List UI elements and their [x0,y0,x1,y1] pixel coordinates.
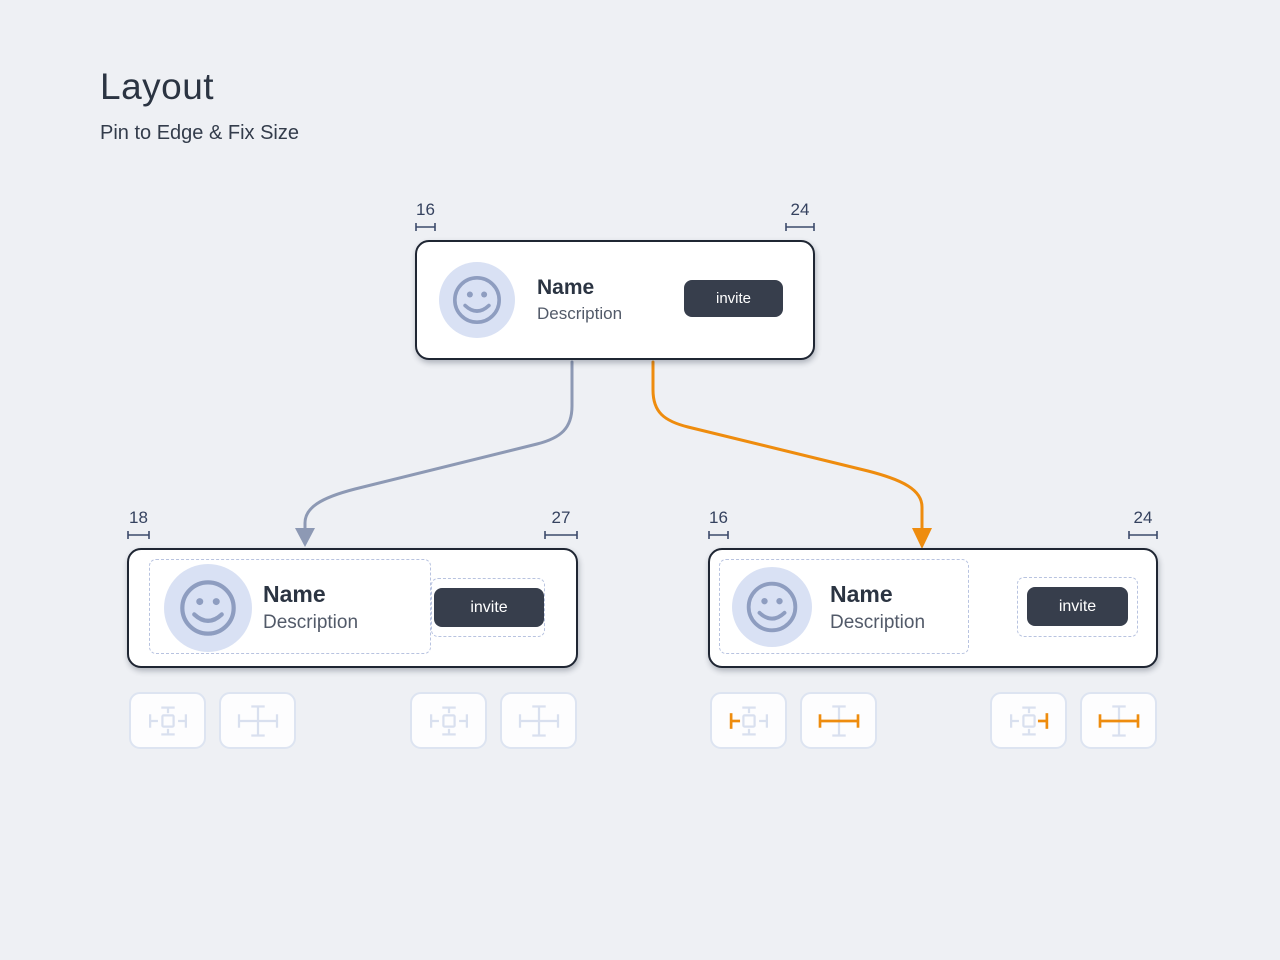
margin-value: 16 [416,200,435,219]
pin-constraints-icon [1009,705,1048,736]
constraint-tile-size[interactable] [219,692,296,749]
invite-button[interactable]: invite [1027,587,1128,626]
pin-constraints-icon [148,705,187,736]
user-description: Description [830,612,926,633]
page-subtitle: Pin to Edge & Fix Size [100,122,299,144]
measure-beam-icon [785,223,815,231]
measure-beam-icon [127,531,150,539]
content-frame-outline [149,559,431,654]
constraint-tile-pin[interactable] [129,692,206,749]
user-name: Name [263,581,326,607]
avatar [732,567,812,647]
smiley-icon [746,581,798,633]
constraint-tile-size[interactable] [500,692,577,749]
size-constraints-icon [1098,704,1139,737]
constraint-tile-pin[interactable] [410,692,487,749]
size-constraints-icon [237,704,278,737]
constraint-tile-pin-left-active[interactable] [710,692,787,749]
margin-value: 18 [129,508,148,527]
size-constraints-icon [818,704,859,737]
measure-beam-icon [1128,531,1158,539]
user-name: Name [537,276,595,299]
content-frame-outline [719,559,969,654]
user-card-parent: Name Description invite [415,240,815,360]
user-card-child-right: Name Description invite [708,548,1158,668]
avatar [164,564,252,652]
connector-to-left-child [303,360,574,531]
margin-value: 24 [790,200,810,219]
pin-constraints-icon [729,705,768,736]
margin-value: 24 [1133,508,1153,527]
measure-beam-icon [544,531,578,539]
margin-measure-left-child-left: 18 [127,508,150,540]
smiley-icon [180,580,236,636]
pin-constraints-icon [429,705,468,736]
constraint-tile-pin-right-active[interactable] [990,692,1067,749]
user-text-block: Name Description [537,274,622,326]
button-frame-outline [431,578,545,637]
user-card-child-left: Name Description invite [127,548,578,668]
margin-measure-right-child-right: 24 [1128,508,1158,540]
margin-value: 16 [709,508,728,527]
margin-measure-left-child-right: 27 [544,508,578,540]
user-name: Name [830,581,893,607]
constraint-tile-size-width-active[interactable] [1080,692,1157,749]
smiley-icon [453,276,501,324]
invite-button[interactable]: invite [684,280,783,317]
margin-measure-right-child-left: 16 [708,508,729,540]
arrow-down-icon [295,528,315,547]
avatar [439,262,515,338]
user-text-block: Name Description [263,579,358,636]
connector-to-right-child [651,360,924,531]
button-frame-outline [1017,577,1138,637]
user-description: Description [263,612,359,633]
margin-value: 27 [551,508,571,527]
measure-beam-icon [415,223,436,231]
user-description: Description [537,304,623,323]
margin-measure-parent-left: 16 [415,200,436,232]
margin-measure-parent-right: 24 [785,200,815,232]
user-text-block: Name Description [830,579,925,636]
invite-button[interactable]: invite [434,588,544,627]
arrow-down-icon [912,528,932,549]
page-title: Layout [100,66,215,107]
size-constraints-icon [518,704,559,737]
constraint-tile-size-width-active[interactable] [800,692,877,749]
measure-beam-icon [708,531,729,539]
